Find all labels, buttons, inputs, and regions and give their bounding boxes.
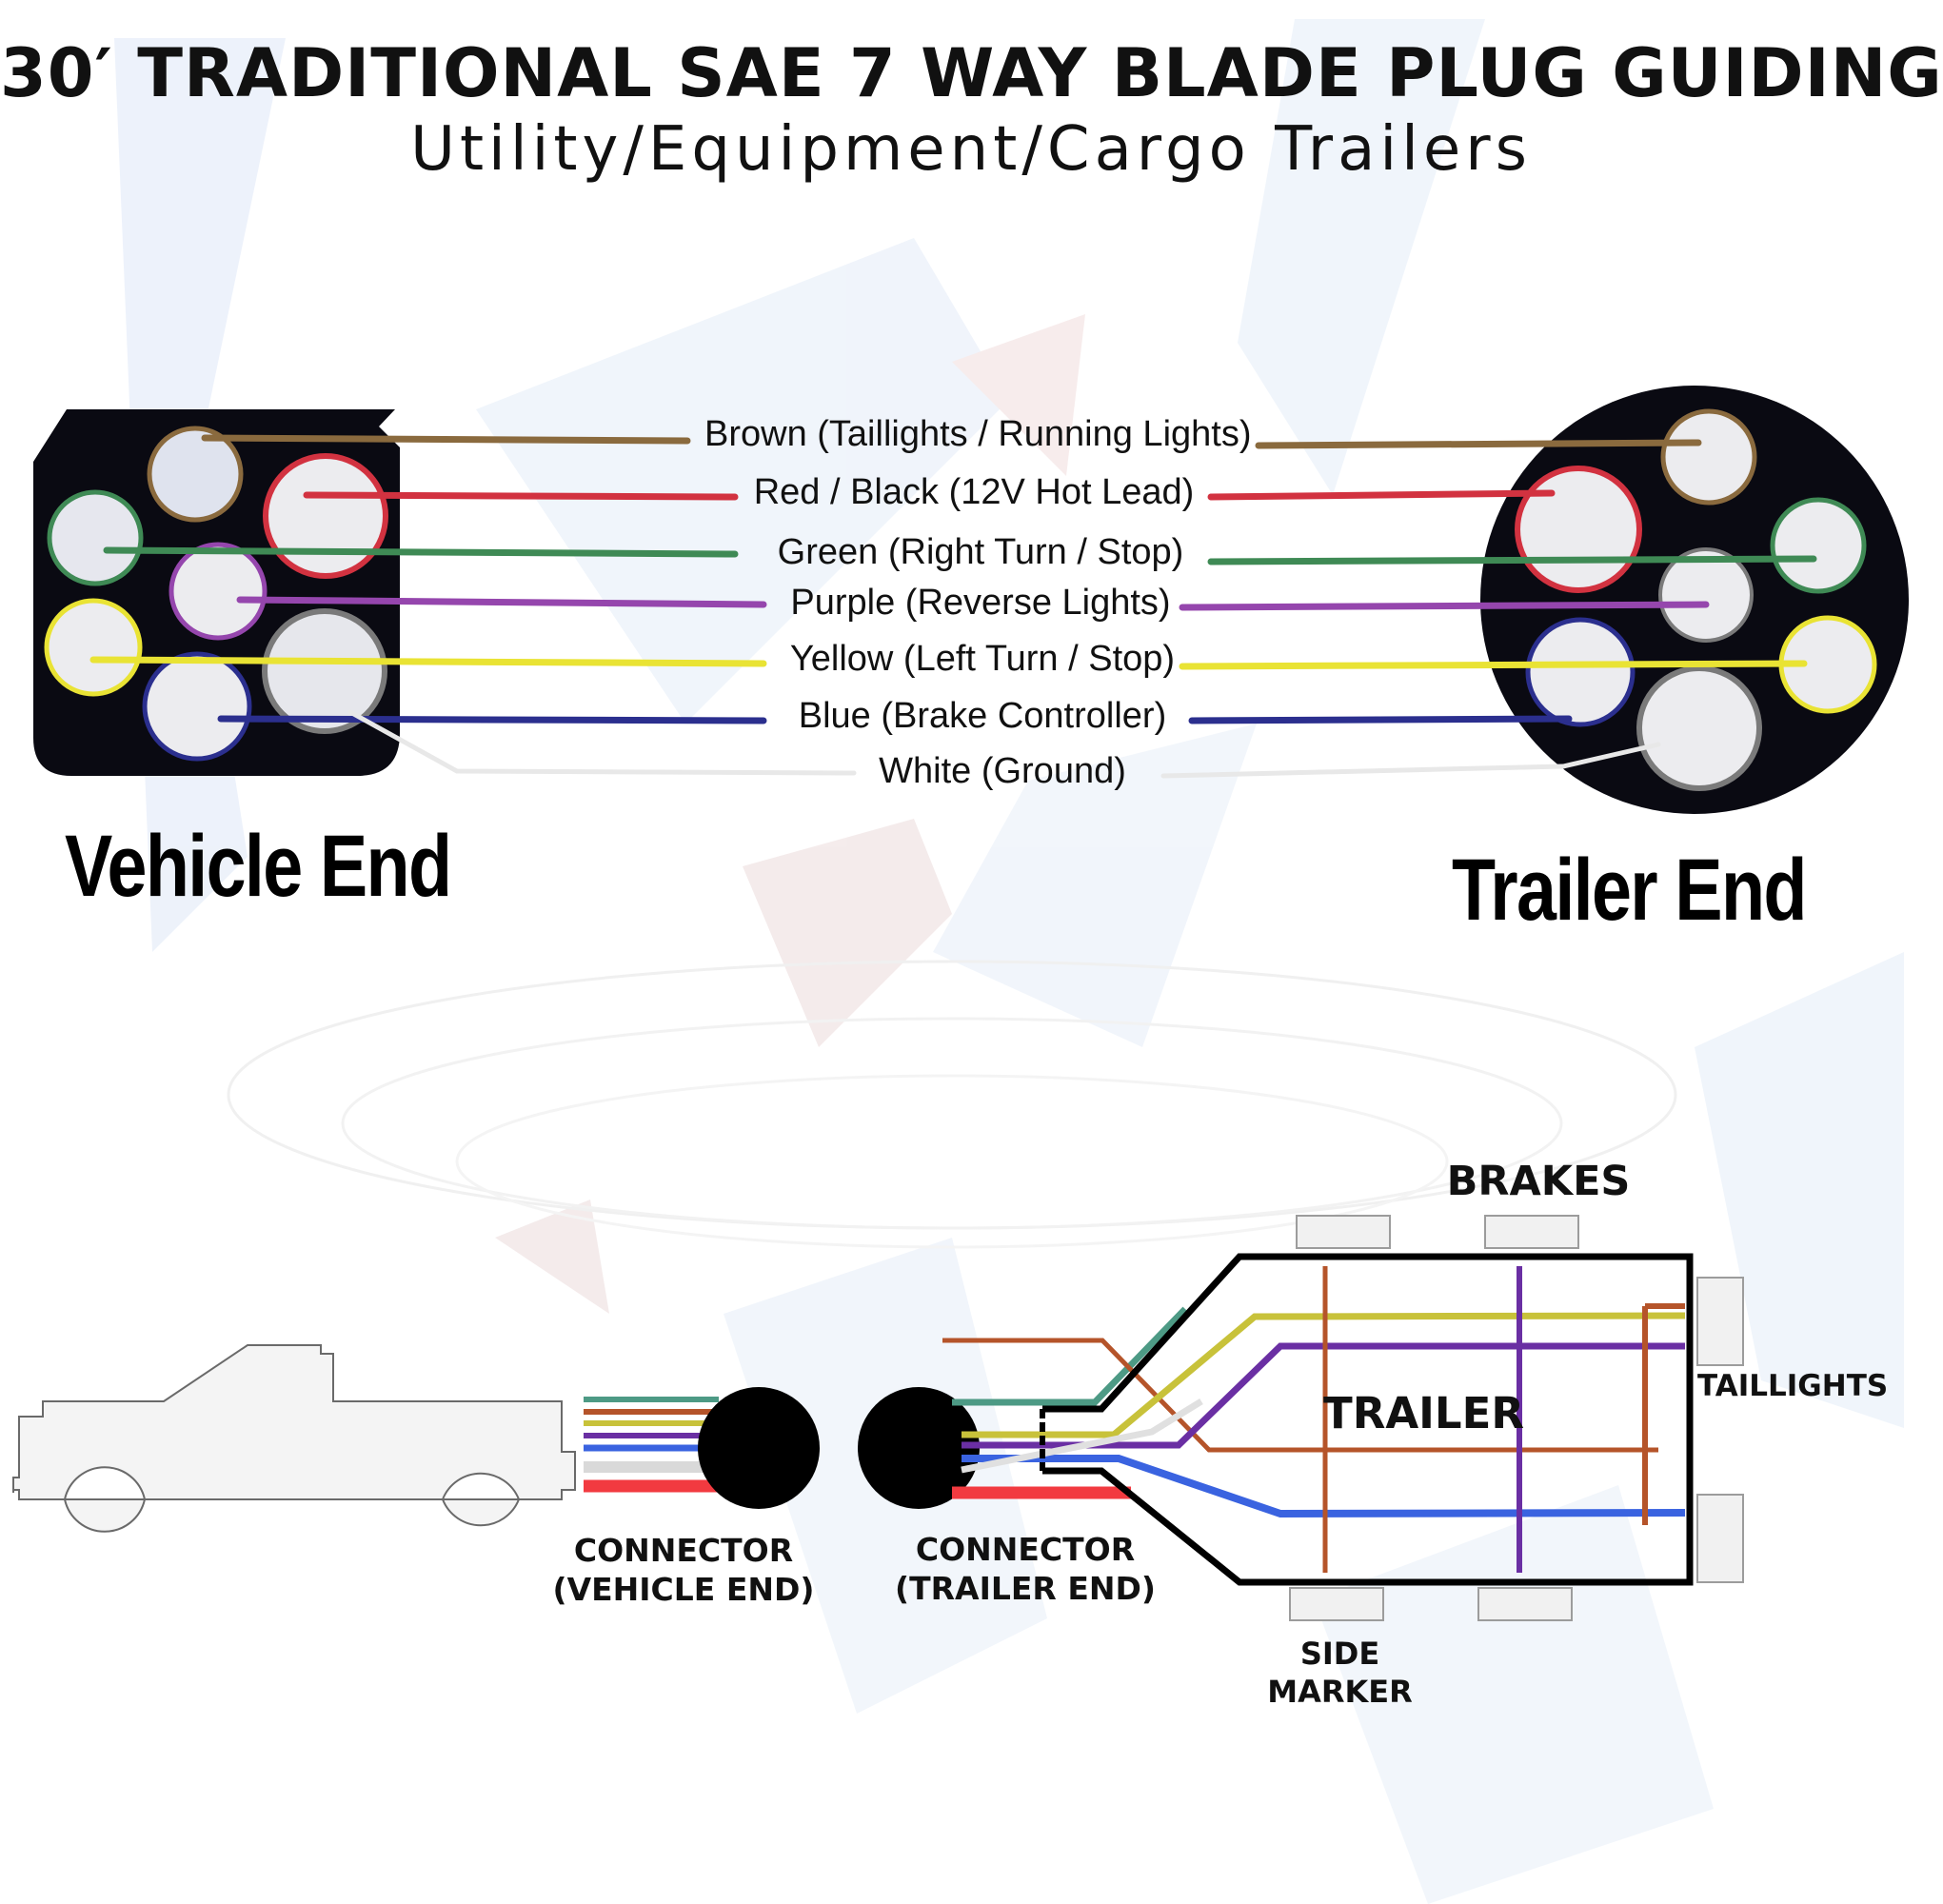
- wire-label-purple: Purple (Reverse Lights): [790, 583, 1171, 623]
- connector-trailer-label-line1: CONNECTOR: [915, 1531, 1136, 1568]
- trailer-diagram: [1040, 1215, 1744, 1621]
- trailer-end-label: Trailer End: [1452, 842, 1808, 939]
- wire-brown-right: [1255, 439, 1702, 449]
- wire-yellow-left: [89, 656, 767, 667]
- taillight-box-bottom: [1696, 1494, 1744, 1583]
- wire-blue-left: [217, 715, 767, 724]
- connector-vehicle-label-line1: CONNECTOR: [573, 1532, 794, 1569]
- page-title: 30′ TRADITIONAL SAE 7 WAY BLADE PLUG GUI…: [0, 34, 1943, 112]
- taillight-box-top: [1696, 1277, 1744, 1366]
- wire-label-blue: Blue (Brake Controller): [798, 696, 1167, 736]
- trailer-label: TRAILER: [1323, 1388, 1524, 1438]
- side-marker-label-line1: SIDE: [1299, 1636, 1380, 1672]
- connector-trailer-label: CONNECTOR (TRAILER END): [892, 1530, 1159, 1609]
- side-marker-label-line2: MARKER: [1267, 1674, 1413, 1710]
- wire-label-green: Green (Right Turn / Stop): [777, 532, 1184, 572]
- wire-purple-left: [236, 596, 767, 608]
- side-marker-box-2: [1477, 1587, 1573, 1621]
- vehicle-pin-purple: [169, 542, 268, 641]
- vehicle-pin-white: [262, 608, 387, 734]
- vehicle-end-plug: [33, 409, 400, 776]
- side-marker-label: SIDE MARKER: [1238, 1635, 1442, 1711]
- wiring-diagram: [12, 386, 1909, 1621]
- trailer-end-plug: [1480, 386, 1909, 814]
- vehicle-pin-green: [47, 489, 144, 586]
- page-subtitle: Utility/Equipment/Cargo Trailers: [410, 114, 1532, 185]
- trailer-connector: [858, 1306, 1686, 1518]
- connector-vehicle-label: CONNECTOR (VEHICLE END): [550, 1531, 817, 1610]
- wire-red-right: [1207, 489, 1556, 501]
- wire-label-red: Red / Black (12V Hot Lead): [753, 472, 1195, 512]
- vehicle-end-label: Vehicle End: [65, 818, 452, 915]
- vehicle-connector-body: [698, 1387, 820, 1509]
- vehicle-pin-blue: [142, 651, 252, 762]
- plug-wires: [89, 434, 1817, 779]
- connector-vehicle-label-line2: (VEHICLE END): [552, 1571, 815, 1609]
- wire-label-brown: Brown (Taillights / Running Lights): [704, 414, 1252, 454]
- vehicle-connector: [584, 1387, 820, 1509]
- trailer-pin-green: [1770, 497, 1867, 594]
- wire-purple-right: [1179, 601, 1710, 611]
- trailer-pin-purple: [1658, 547, 1754, 643]
- wire-brown-left: [201, 434, 691, 445]
- taillights-label: TAILLIGHTS: [1697, 1369, 1889, 1403]
- pickup-truck: [12, 1344, 576, 1533]
- watermark-background: [114, 19, 1904, 1904]
- trailer-pin-brown: [1660, 408, 1757, 506]
- trailer-connector-body: [858, 1387, 980, 1509]
- trailer-pin-red: [1515, 466, 1642, 593]
- wire-yellow-right: [1179, 660, 1808, 670]
- wire-green-right: [1207, 555, 1817, 565]
- wire-green-left: [103, 546, 739, 558]
- wire-white-right: [1160, 742, 1661, 779]
- trailer-pin-white: [1636, 665, 1762, 791]
- vehicle-pin-brown: [147, 426, 244, 523]
- wire-blue-right: [1188, 715, 1573, 724]
- wire-red-left: [303, 491, 739, 501]
- brake-box-2: [1484, 1215, 1579, 1249]
- wire-label-yellow: Yellow (Left Turn / Stop): [789, 639, 1176, 679]
- wire-label-white: White (Ground): [879, 751, 1126, 791]
- wire-white-left: [347, 709, 857, 776]
- trailer-pin-blue: [1525, 617, 1636, 727]
- connector-trailer-label-line2: (TRAILER END): [895, 1570, 1156, 1608]
- brake-box-1: [1296, 1215, 1391, 1249]
- vehicle-pin-yellow: [44, 598, 143, 697]
- vehicle-pin-red: [263, 453, 388, 579]
- side-marker-box-1: [1289, 1587, 1384, 1621]
- brakes-label: BRAKES: [1446, 1158, 1631, 1205]
